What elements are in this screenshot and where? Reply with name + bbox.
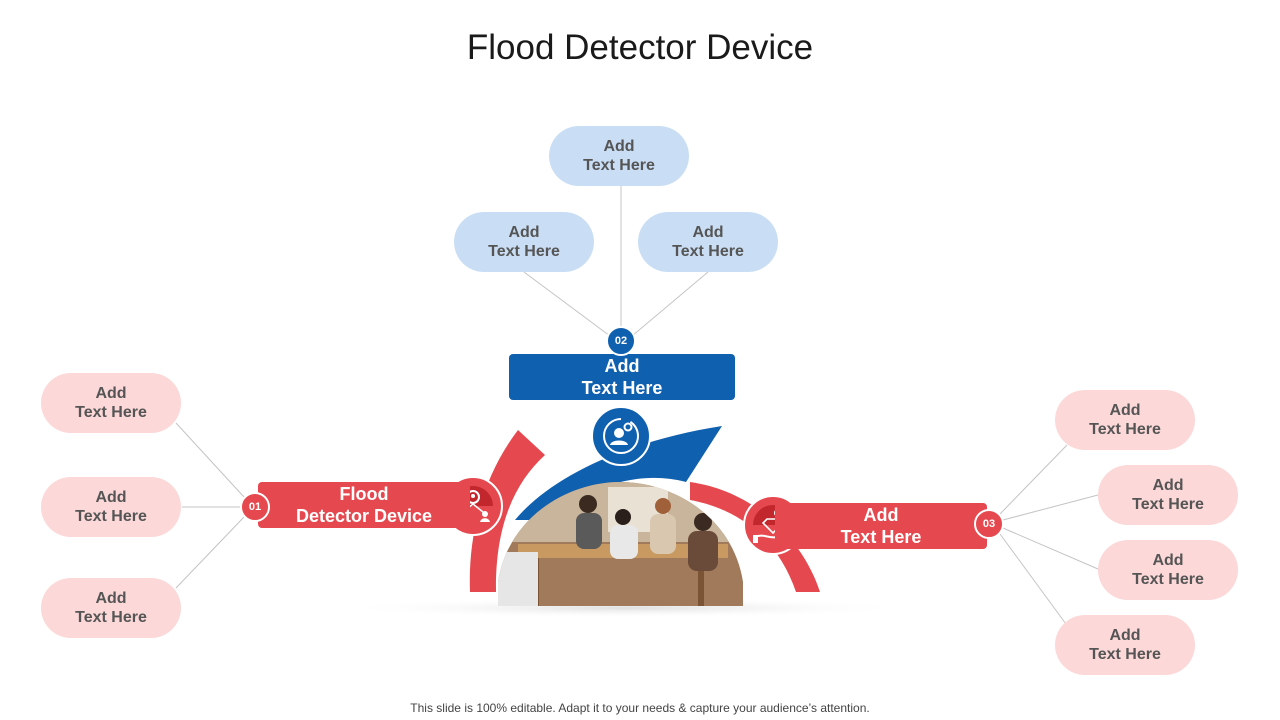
left-item-2: Add Text Here [41, 477, 181, 537]
center-item-1: Add Text Here [549, 126, 689, 186]
center-icon-circle [591, 406, 651, 466]
left-red-arc [469, 430, 545, 592]
left-item-1: Add Text Here [41, 373, 181, 433]
slide-footer: This slide is 100% editable. Adapt it to… [410, 701, 870, 715]
right-number-badge: 03 [974, 509, 1004, 539]
center-number-badge: 02 [606, 326, 636, 356]
right-item-3: Add Text Here [1098, 540, 1238, 600]
right-red-arc [690, 482, 820, 592]
right-item-4: Add Text Here [1055, 615, 1195, 675]
team-meeting-photo [498, 482, 743, 606]
right-label-bar: Add Text Here [775, 503, 987, 549]
ground-shadow [335, 598, 915, 618]
user-gear-icon [603, 418, 639, 454]
center-item-3: Add Text Here [638, 212, 778, 272]
right-item-2: Add Text Here [1098, 465, 1238, 525]
right-item-1: Add Text Here [1055, 390, 1195, 450]
center-item-2: Add Text Here [454, 212, 594, 272]
left-number-badge: 01 [240, 492, 270, 522]
left-label-bar: Flood Detector Device [258, 482, 470, 528]
left-item-3: Add Text Here [41, 578, 181, 638]
center-label-bar: Add Text Here [509, 354, 735, 400]
slide-title: Flood Detector Device [466, 28, 814, 67]
